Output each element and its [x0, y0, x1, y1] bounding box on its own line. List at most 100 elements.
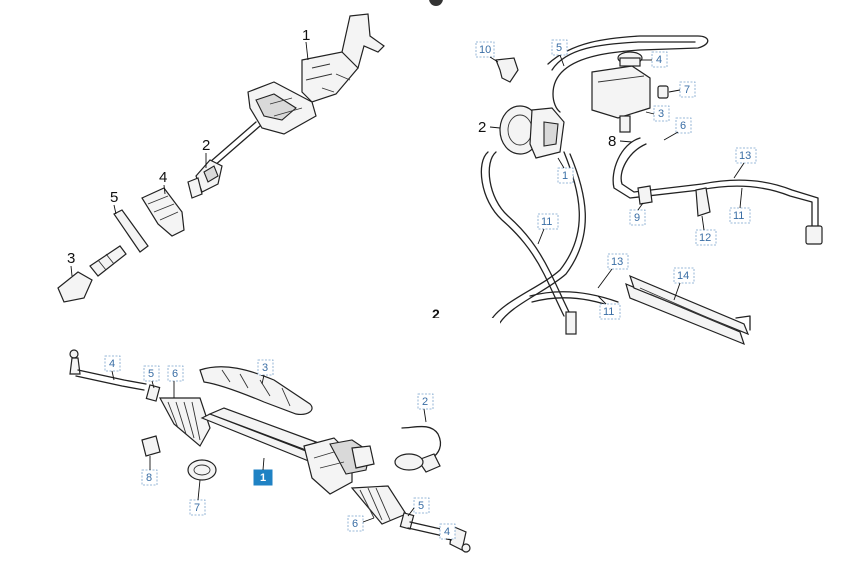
svg-text:13: 13 [739, 150, 751, 162]
callout-rack-5-right[interactable]: 5 [407, 497, 430, 517]
callout-column-1[interactable]: 1 [302, 27, 310, 61]
svg-text:4: 4 [109, 358, 115, 370]
power-steering-pump-part[interactable] [499, 105, 565, 159]
svg-text:1: 1 [260, 472, 266, 484]
callout-rack-5-left[interactable]: 5 [143, 365, 160, 389]
boot-right-part[interactable] [350, 485, 407, 525]
callout-rack-1-highlighted[interactable]: 1 [253, 457, 273, 486]
svg-text:9: 9 [634, 212, 640, 224]
svg-text:2: 2 [422, 396, 428, 408]
sensor-part[interactable] [394, 425, 442, 473]
clamp-part-12[interactable] [695, 187, 711, 217]
svg-text:4: 4 [444, 526, 450, 538]
bushing-part[interactable] [141, 435, 161, 457]
callout-hyd-13b[interactable]: 13 [597, 253, 629, 289]
svg-text:13: 13 [611, 256, 623, 268]
svg-text:11: 11 [541, 216, 552, 228]
callout-rack-6-left[interactable]: 6 [167, 365, 184, 398]
hydraulics-diagram: 10 5 4 7 3 6 1 [475, 35, 823, 346]
callout-hyd-14[interactable]: 14 [673, 267, 695, 301]
callout-hyd-4[interactable]: 4 [642, 51, 668, 68]
section-label: 2 [432, 306, 440, 322]
svg-text:2: 2 [202, 137, 210, 154]
callout-rack-4-right[interactable]: 4 [439, 523, 456, 541]
callout-column-4[interactable]: 4 [159, 169, 167, 195]
callout-rack-8[interactable]: 8 [141, 456, 158, 486]
tie-rod-end-right-part[interactable] [407, 521, 471, 553]
callout-hyd-12[interactable]: 12 [695, 215, 717, 246]
callout-hyd-7[interactable]: 7 [668, 81, 696, 98]
steering-rack-diagram: 4 5 6 3 2 8 7 [69, 349, 471, 553]
svg-text:3: 3 [67, 250, 75, 267]
svg-text:5: 5 [148, 368, 154, 380]
callout-hyd-11c[interactable]: 11 [597, 295, 621, 320]
callout-rack-2[interactable]: 2 [417, 393, 434, 423]
rack-housing-part[interactable] [200, 407, 375, 495]
corner-mark [429, 0, 443, 6]
svg-text:10: 10 [479, 44, 491, 56]
svg-text:5: 5 [418, 500, 424, 512]
svg-text:3: 3 [262, 362, 268, 374]
callout-rack-6-right[interactable]: 6 [347, 515, 375, 532]
reservoir-cap-part[interactable] [617, 51, 643, 67]
intermediate-shaft-part[interactable] [187, 121, 261, 199]
svg-text:12: 12 [699, 232, 711, 244]
fitting-part-7[interactable] [657, 85, 669, 99]
callout-hyd-9[interactable]: 9 [629, 202, 646, 226]
svg-text:7: 7 [194, 502, 200, 514]
steering-column-panel: 1 2 4 5 3 [12, 8, 430, 310]
callout-hyd-2[interactable]: 2 [478, 119, 501, 136]
steering-column-part[interactable] [247, 13, 385, 135]
boot-left-part[interactable] [158, 397, 211, 447]
reservoir-part[interactable] [591, 65, 651, 133]
svg-text:1: 1 [562, 170, 568, 182]
callout-rack-4-left[interactable]: 4 [104, 355, 121, 381]
svg-text:6: 6 [172, 368, 178, 380]
svg-text:8: 8 [146, 472, 152, 484]
supply-line-part-11b[interactable] [489, 151, 580, 323]
svg-text:5: 5 [110, 189, 118, 206]
callout-rack-7[interactable]: 7 [189, 479, 206, 516]
heat-shield-part[interactable] [199, 366, 313, 415]
steering-rack-panel: 4 5 6 3 2 8 7 [34, 318, 500, 567]
svg-text:4: 4 [656, 54, 662, 66]
svg-text:5: 5 [556, 42, 562, 54]
line-end-fitting[interactable] [805, 225, 823, 245]
svg-text:6: 6 [352, 518, 358, 530]
clamp-part[interactable] [187, 459, 217, 481]
steering-column-diagram: 1 2 4 5 3 [57, 13, 385, 303]
callout-hyd-13a[interactable]: 13 [733, 147, 757, 179]
svg-text:11: 11 [603, 306, 614, 318]
seal-part[interactable] [113, 209, 149, 253]
svg-text:6: 6 [680, 120, 686, 132]
bracket-part-10[interactable] [495, 57, 519, 83]
callout-hyd-11b[interactable]: 11 [537, 213, 559, 245]
callout-hyd-10[interactable]: 10 [475, 41, 499, 63]
callout-column-2[interactable]: 2 [202, 137, 210, 168]
pressure-hose-part[interactable] [547, 35, 709, 113]
svg-text:3: 3 [658, 108, 664, 120]
callout-column-5[interactable]: 5 [110, 189, 118, 215]
callout-hyd-8[interactable]: 8 [608, 133, 633, 150]
svg-text:1: 1 [302, 27, 310, 44]
seal-left-part[interactable] [145, 384, 161, 402]
dust-boot-part[interactable] [141, 187, 185, 237]
fluid-cooler-part[interactable] [625, 274, 751, 346]
svg-text:11: 11 [733, 210, 744, 222]
callout-hyd-6[interactable]: 6 [663, 117, 692, 141]
power-steering-hydraulics-panel: 10 5 4 7 3 6 1 [440, 12, 850, 362]
svg-text:14: 14 [677, 270, 689, 282]
clamp-part-9[interactable] [637, 185, 653, 205]
lower-joint-part[interactable] [57, 245, 127, 303]
tie-rod-end-left-part[interactable] [69, 349, 147, 391]
callout-hyd-5[interactable]: 5 [551, 39, 568, 67]
svg-text:8: 8 [608, 133, 616, 150]
callout-column-3[interactable]: 3 [67, 250, 75, 277]
svg-text:4: 4 [159, 169, 167, 186]
callout-hyd-11a[interactable]: 11 [729, 187, 751, 224]
svg-text:7: 7 [684, 84, 690, 96]
svg-text:2: 2 [478, 119, 486, 136]
callout-rack-3[interactable]: 3 [257, 359, 274, 385]
callout-hyd-3[interactable]: 3 [645, 105, 670, 122]
callout-hyd-1[interactable]: 1 [557, 157, 574, 184]
